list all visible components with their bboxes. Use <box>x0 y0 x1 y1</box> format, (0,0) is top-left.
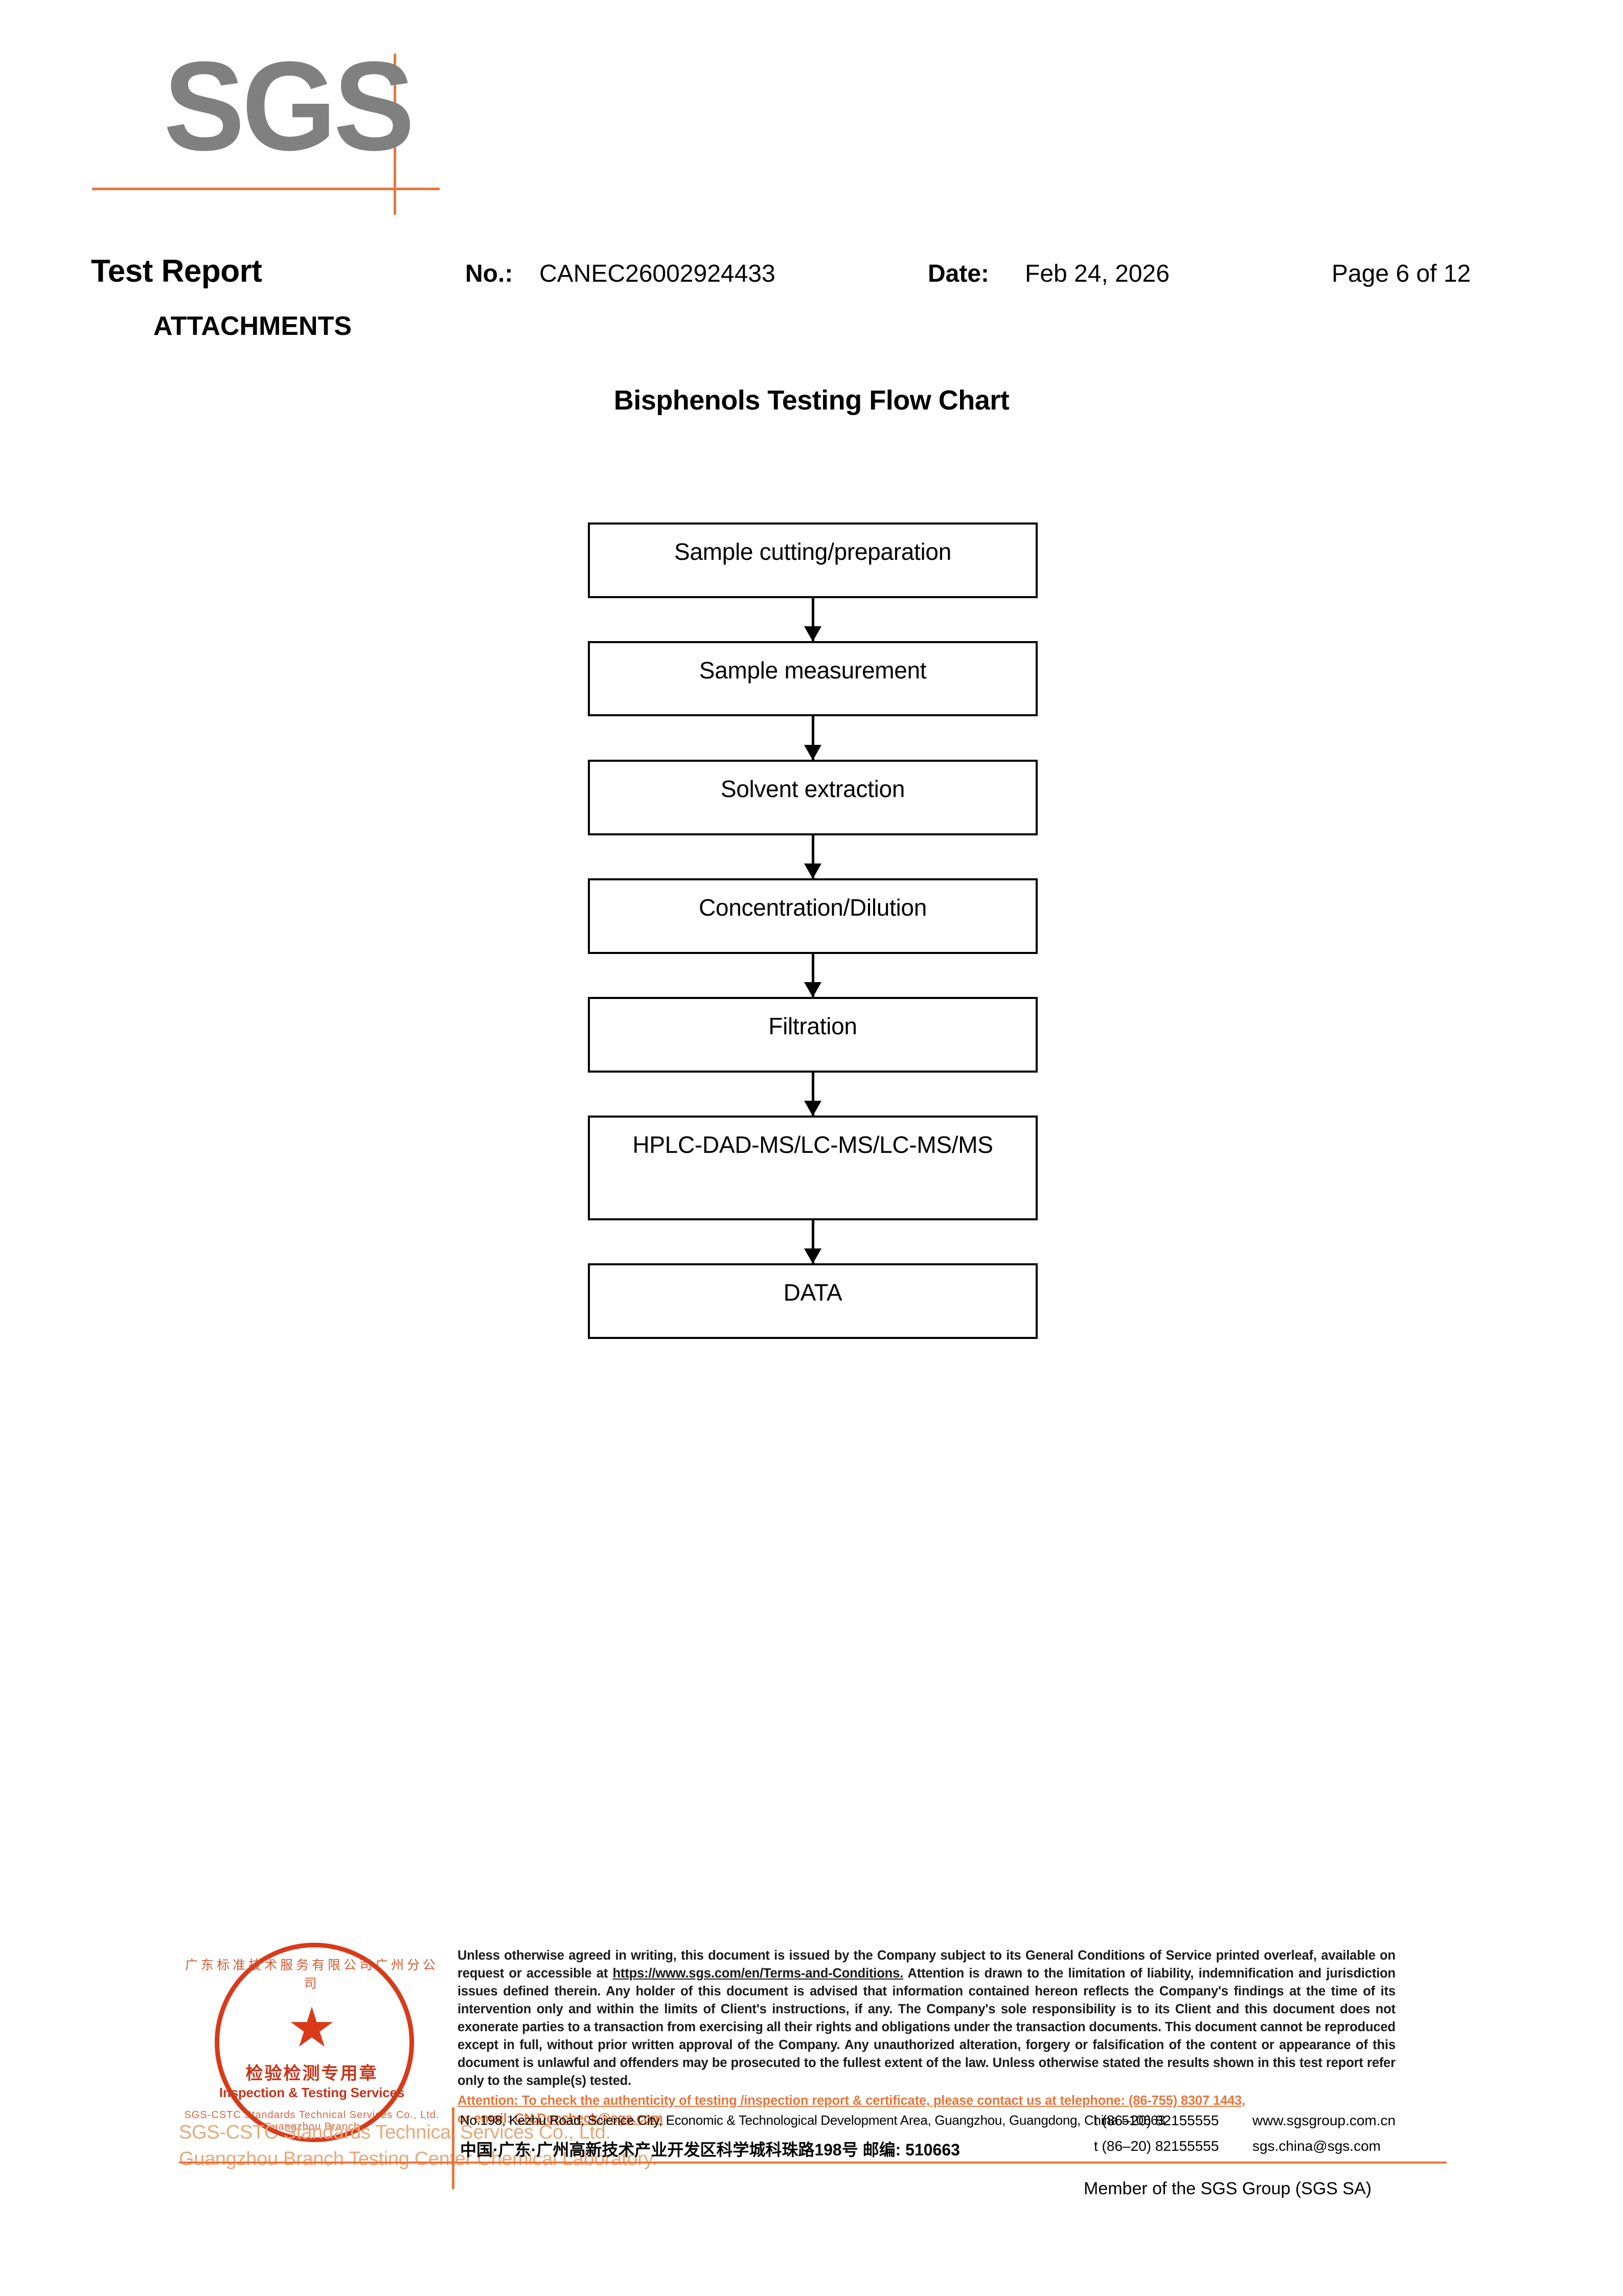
address-vertical-divider <box>452 2107 454 2189</box>
flowchart-arrow <box>588 954 1038 997</box>
legal-text-part1: Unless otherwise agreed in writing, this… <box>458 1948 1396 1981</box>
sgs-group-member-note: Member of the SGS Group (SGS SA) <box>1084 2179 1372 2198</box>
address-email[interactable]: sgs.china@sgs.com <box>1252 2138 1381 2154</box>
address-english: No.198, Kezhu Road, Science City, Econom… <box>460 2112 1165 2128</box>
arrow-stem <box>804 1073 821 1116</box>
arrow-head-icon <box>804 863 821 879</box>
attention-text: Attention: To check the authenticity of … <box>458 2094 1246 2108</box>
flowchart-arrow <box>588 1073 1038 1116</box>
arrow-stem <box>804 954 821 997</box>
attachments-label: ATTACHMENTS <box>153 311 352 341</box>
authenticity-attention: Attention: To check the authenticity of … <box>458 2092 1396 2128</box>
seal-circle-icon <box>215 1943 414 2142</box>
sgs-logo: SGS <box>92 28 481 215</box>
address-website[interactable]: www.sgsgroup.com.cn <box>1252 2112 1396 2128</box>
arrow-head-icon <box>804 1248 821 1264</box>
flowchart-node: Solvent extraction <box>588 760 1038 835</box>
flowchart-node: Filtration <box>588 997 1038 1073</box>
page-title: Test Report <box>91 254 262 289</box>
doccheck-email-link[interactable]: CN.Doccheck@sgs.com <box>514 2111 663 2126</box>
flowchart-node: Concentration/Dilution <box>588 878 1038 954</box>
watermark-line-2: Guangzhou Branch Testing Center Chemical… <box>179 2148 657 2170</box>
flowchart-node: DATA <box>588 1263 1038 1339</box>
inspection-seal: 广东标准技术服务有限公司广州分公司 检验检测专用章 Inspection & T… <box>184 1938 440 2163</box>
legal-paragraph: Unless otherwise agreed in writing, this… <box>458 1947 1396 2090</box>
flowchart-arrow <box>588 716 1038 760</box>
watermark-line-1: SGS-CSTC Standards Technical Services Co… <box>179 2122 611 2143</box>
flowchart-node: HPLC-DAD-MS/LC-MS/LC-MS/MS <box>588 1116 1038 1220</box>
flowchart-arrow <box>588 835 1038 879</box>
flowchart-node-label: Concentration/Dilution <box>699 894 927 921</box>
terms-and-conditions-link[interactable]: https://www.sgs.com/en/Terms-and-Conditi… <box>612 1966 904 1981</box>
attention-email-prefix: or email: <box>458 2111 515 2126</box>
arrow-stem <box>804 835 821 879</box>
flowchart-node: Sample cutting/preparation <box>588 522 1038 598</box>
report-no-label: No.: <box>465 260 513 287</box>
flowchart-node-label: Filtration <box>768 1013 857 1039</box>
footer-horizontal-rule <box>179 2162 1447 2164</box>
arrow-head-icon <box>804 1101 821 1116</box>
logo-vertical-rule <box>394 54 396 215</box>
flowchart-node-label: DATA <box>783 1279 842 1306</box>
seal-arc-top-text: 广东标准技术服务有限公司广州分公司 <box>185 1958 439 1991</box>
logo-horizontal-rule <box>92 188 440 190</box>
arrow-head-icon <box>804 626 821 642</box>
arrow-head-icon <box>804 982 821 997</box>
seal-arc-bottom-text: SGS-CSTC Standards Technical Services Co… <box>184 2109 440 2132</box>
report-date-value: Feb 24, 2026 <box>1025 260 1170 287</box>
flowchart-node-label: Solvent extraction <box>720 776 905 802</box>
flowchart-node-label: Sample measurement <box>699 657 927 684</box>
sgs-logo-text: SGS <box>164 35 415 177</box>
report-date-label: Date: <box>928 260 990 287</box>
arrow-stem <box>804 716 821 760</box>
address-chinese: 中国·广东·广州高新技术产业开发区科学城科珠路198号 邮编: 510663 <box>460 2141 960 2159</box>
address-telephone-1: t (86–20) 82155555 <box>1094 2112 1219 2128</box>
arrow-stem <box>804 598 821 642</box>
arrow-stem <box>804 1220 821 1264</box>
flowchart-node-label: HPLC-DAD-MS/LC-MS/LC-MS/MS <box>632 1131 993 1158</box>
arrow-head-icon <box>804 745 821 760</box>
report-no-value: CANEC26002924433 <box>539 260 775 287</box>
seal-english-text: Inspection & Testing Services <box>219 2085 405 2100</box>
flowchart-arrow <box>588 1220 1038 1264</box>
address-telephone-2: t (86–20) 82155555 <box>1094 2138 1219 2154</box>
seal-chinese-text: 检验检测专用章 <box>245 2064 378 2083</box>
flowchart-title: Bisphenols Testing Flow Chart <box>613 385 1010 416</box>
legal-disclaimer: Unless otherwise agreed in writing, this… <box>458 1947 1396 2128</box>
flowchart-node-label: Sample cutting/preparation <box>674 538 951 565</box>
legal-text-part2: Attention is drawn to the limitation of … <box>458 1966 1396 2088</box>
flowchart-arrow <box>588 598 1038 642</box>
page-number: Page 6 of 12 <box>1332 260 1471 287</box>
flowchart-node: Sample measurement <box>588 641 1038 716</box>
